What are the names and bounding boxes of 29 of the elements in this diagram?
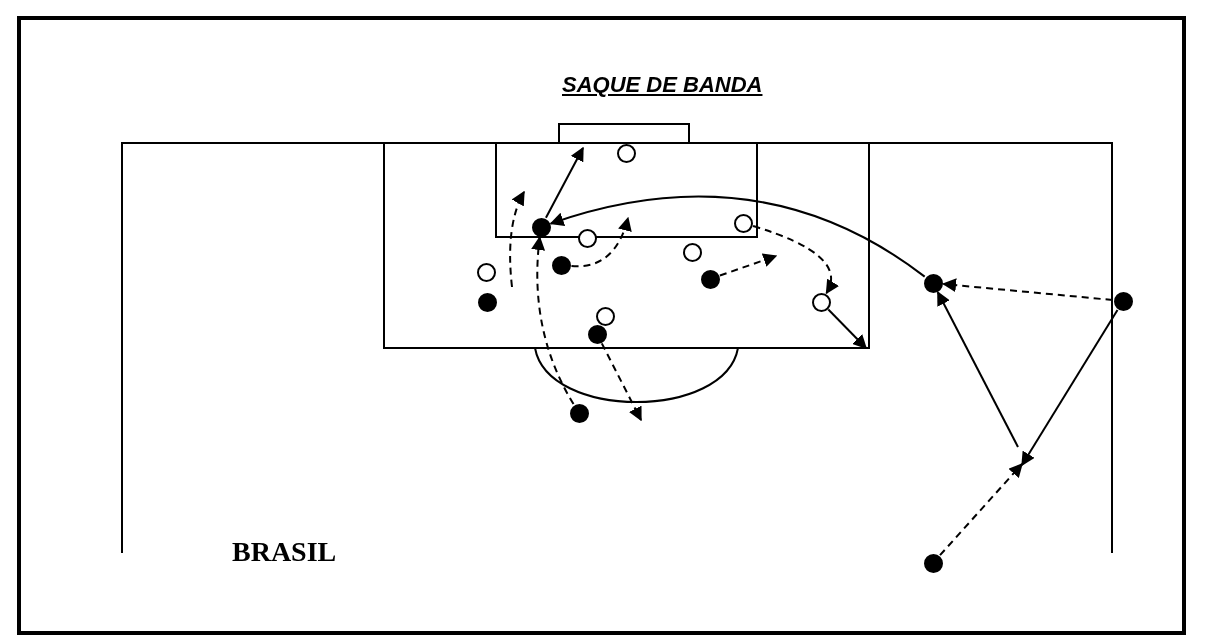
player-dot	[531, 217, 551, 237]
player-circle	[577, 228, 597, 248]
dashed-arrow	[939, 462, 1023, 557]
arrow	[544, 146, 584, 219]
player-circle	[682, 242, 702, 262]
player-circle	[733, 213, 753, 233]
diagram-title: SAQUE DE BANDA	[562, 72, 763, 98]
player-dot	[551, 255, 571, 275]
team-label: BRASIL	[232, 536, 337, 568]
player-circle	[811, 292, 831, 312]
arrow	[936, 291, 1019, 448]
player-dot	[700, 269, 720, 289]
dashed-arrow	[600, 342, 642, 422]
player-dot	[923, 273, 943, 293]
arrow	[827, 308, 867, 349]
player-dot	[477, 292, 497, 312]
player-circle	[476, 262, 496, 282]
dashed-arrow	[752, 225, 839, 295]
player-dot	[1113, 291, 1133, 311]
player-dot	[569, 403, 589, 423]
arrow	[549, 195, 926, 278]
dashed-arrow	[718, 253, 778, 277]
dashed-arrow	[531, 236, 575, 406]
player-circle	[595, 306, 615, 326]
player-dot	[587, 324, 607, 344]
dashed-arrow	[570, 216, 632, 268]
dashed-arrow	[942, 278, 1114, 301]
player-dot	[923, 553, 943, 573]
arrow	[1021, 308, 1119, 467]
